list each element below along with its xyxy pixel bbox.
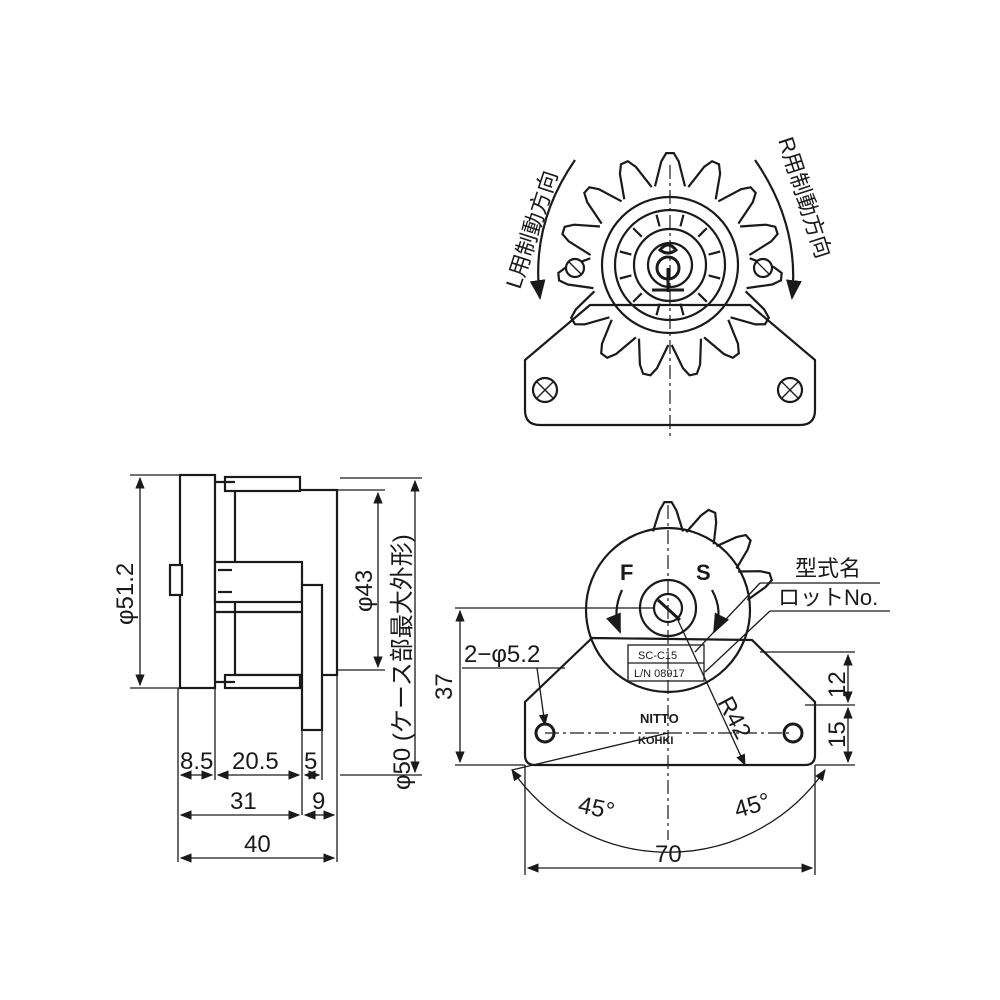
top-view-slot <box>655 303 661 316</box>
side-view-shaft-cap <box>168 563 184 597</box>
front-view-sprocket <box>651 501 774 601</box>
dim-12: 12 <box>824 671 851 698</box>
dim-dia-50-case: φ50 (ケース部最大外形) <box>389 534 416 790</box>
top-view-slot <box>655 214 661 227</box>
dim-holes-2-5-2: 2−φ5.2 <box>464 641 540 668</box>
right-direction-arrow <box>754 159 802 300</box>
top-view-slot <box>708 274 721 280</box>
left-direction-label: L用制動方向 <box>501 168 563 292</box>
dim-31: 31 <box>230 788 257 815</box>
top-view-slot <box>697 227 708 238</box>
top-sprocket-teeth <box>557 152 783 377</box>
top-view-sprocket <box>557 152 783 377</box>
top-view-hole-right <box>776 376 804 404</box>
side-view-sprocket-plate <box>178 473 217 690</box>
dim-45-right: 45° <box>731 788 773 824</box>
label-F: F <box>620 560 633 585</box>
top-view-slot <box>619 274 632 280</box>
angle-arc <box>511 769 826 853</box>
dim-45-left: 45° <box>576 791 617 825</box>
side-view-flange <box>223 475 302 493</box>
front-view: F S SC-C15 L/N 08917 NITTO KOHKI 型式名 ロット… <box>431 501 890 875</box>
label-S: S <box>696 560 711 585</box>
side-view-hub <box>213 560 304 604</box>
top-view-slot <box>697 292 708 303</box>
plate-lot: L/N 08917 <box>634 668 685 680</box>
top-view-shaft-mark <box>652 243 684 292</box>
top-view: L用制動方向 R用制動方向 <box>501 134 836 440</box>
dim-dia-43: φ43 <box>351 570 378 612</box>
dim-40: 40 <box>244 831 271 858</box>
top-view-slot <box>632 292 643 303</box>
F-rotation-arrow <box>606 589 624 634</box>
label-model-name: 型式名 <box>795 556 861 581</box>
dim-5: 5 <box>304 748 317 775</box>
dim-8-5: 8.5 <box>180 748 213 775</box>
dim-15: 15 <box>824 721 851 748</box>
S-rotation-arrow <box>711 589 730 634</box>
left-direction-arrow <box>529 159 576 300</box>
dim-9: 9 <box>312 788 325 815</box>
side-view-bracket <box>300 583 324 732</box>
top-view-slots <box>619 214 721 316</box>
right-direction-label: R用制動方向 <box>773 134 836 261</box>
dim-37: 37 <box>431 673 458 700</box>
top-view-slot <box>679 303 685 316</box>
side-view: φ51.2 φ43 φ50 (ケース部最大外形) 8.5 20.5 5 31 9… <box>112 473 422 863</box>
dim-dia-51-2: φ51.2 <box>112 563 139 625</box>
top-view-slot <box>619 250 632 256</box>
plate-model: SC-C15 <box>638 650 677 662</box>
front-sprocket-teeth <box>651 501 774 601</box>
label-lot-no: ロットNo. <box>778 585 878 610</box>
top-view-hole-left <box>531 376 559 404</box>
dim-20-5: 20.5 <box>232 748 279 775</box>
dim-70: 70 <box>655 841 682 868</box>
top-view-slot <box>632 227 643 238</box>
front-view-hole-right <box>782 722 804 744</box>
top-view-slot <box>679 214 685 227</box>
brand-nitto: NITTO <box>640 711 679 726</box>
top-view-slot <box>708 250 721 256</box>
